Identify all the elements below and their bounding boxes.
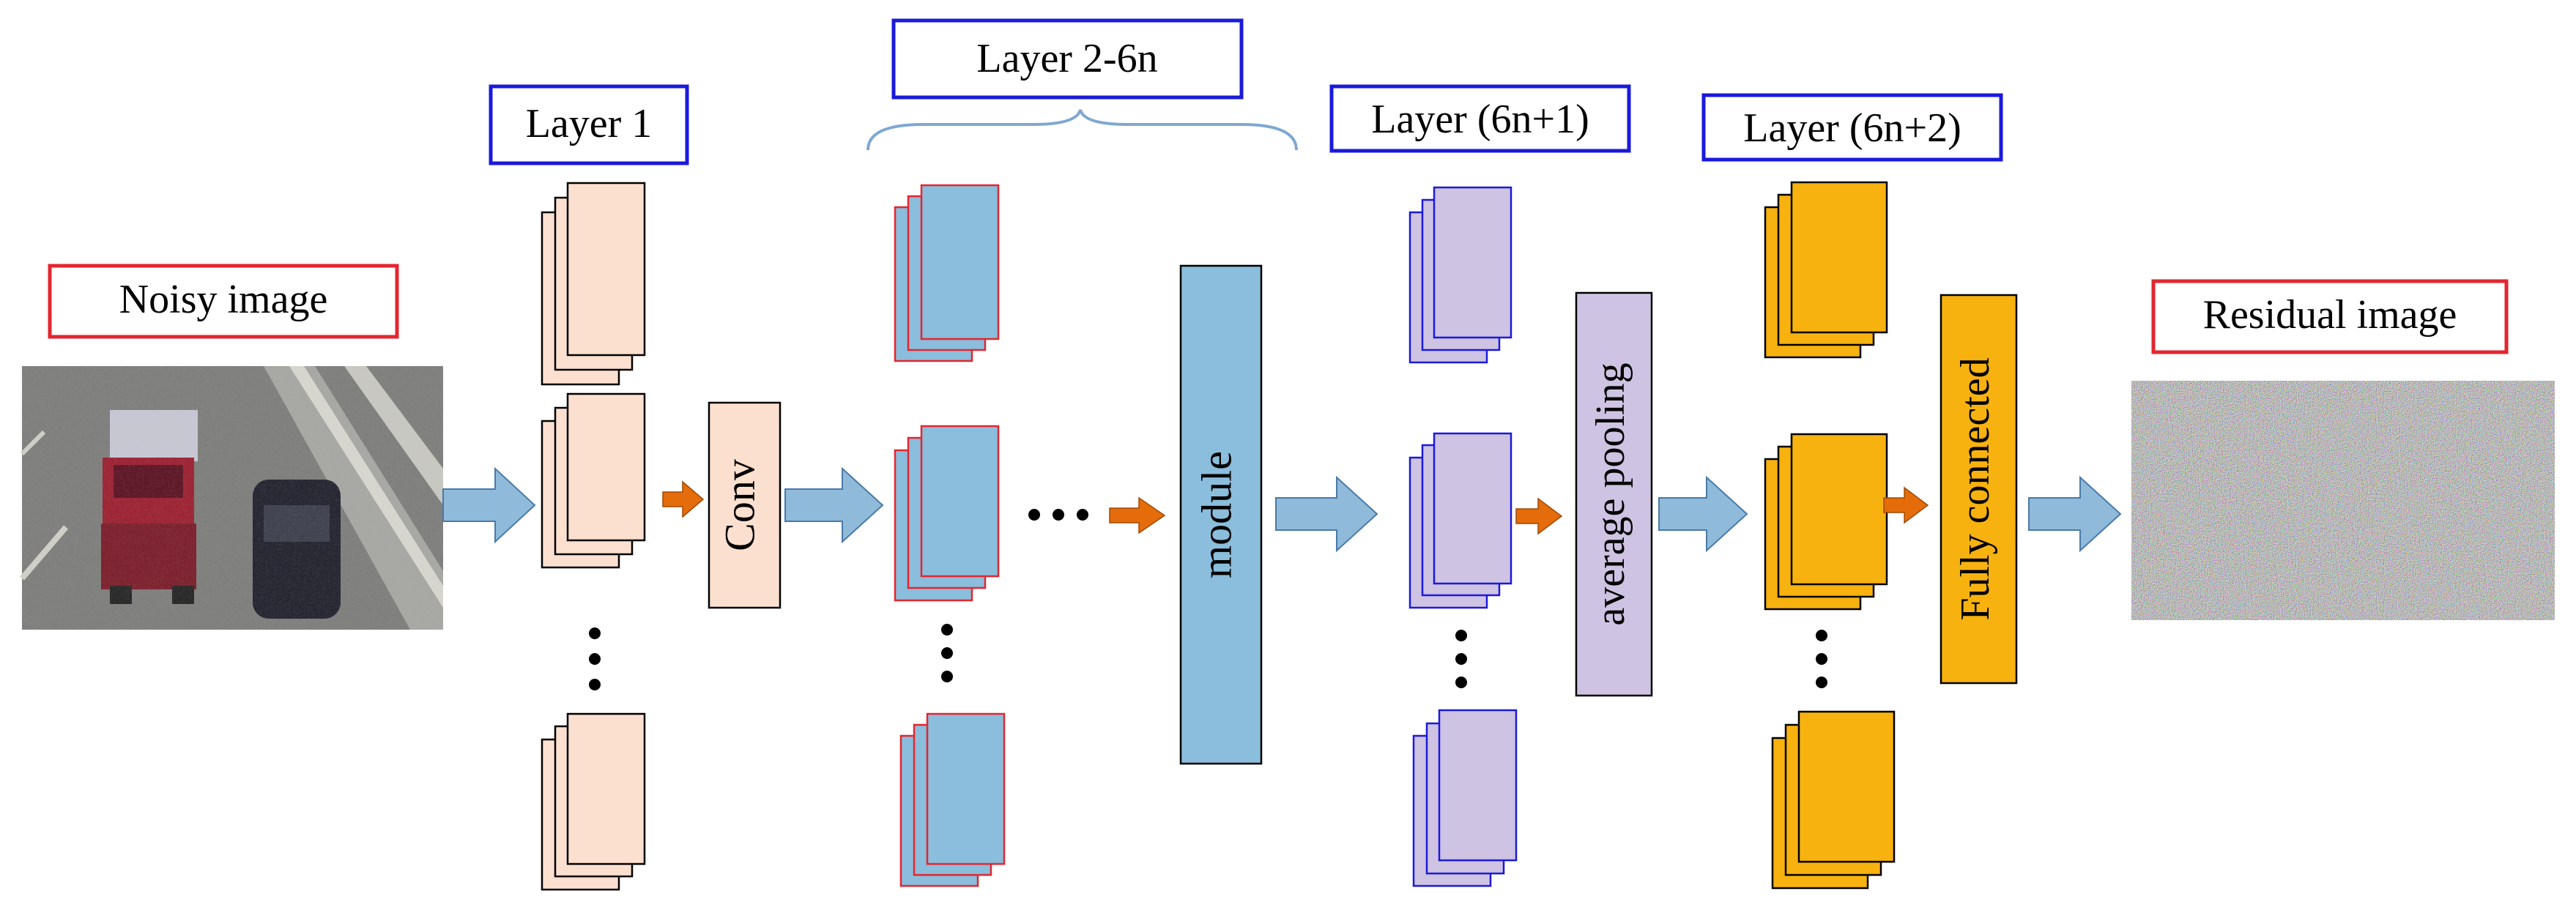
layer2-stack-top	[894, 184, 1000, 362]
layer-6n1-stack-top	[1408, 186, 1512, 364]
layer1-label: Layer 1	[489, 84, 689, 165]
arrow-conv-to-layer2	[784, 466, 884, 544]
module-text: module	[1192, 451, 1240, 578]
module-block: module	[1179, 264, 1263, 765]
layer2-vertical-ellipsis	[941, 624, 953, 682]
residual-image-text: Residual image	[2203, 292, 2457, 338]
layer-6n2-stack-top	[1764, 181, 1888, 359]
arrow-input-to-layer1	[442, 466, 536, 544]
residual-image-label: Residual image	[2151, 279, 2509, 354]
residual-noise-image	[2131, 381, 2555, 620]
layer-6n2-stack-bottom	[1771, 710, 1896, 890]
layer-6n2-label: Layer (6n+2)	[1701, 93, 2003, 162]
layer-6n2-ellipsis	[1816, 630, 1827, 688]
layer2-stack-middle	[894, 425, 1000, 602]
layer1-ellipsis	[589, 627, 601, 690]
layer1-text: Layer 1	[526, 101, 653, 146]
arrow-layer-6n1-to-pooling	[1515, 497, 1563, 535]
layer1-feature-maps	[541, 182, 646, 891]
layer-6n2-text: Layer (6n+2)	[1743, 105, 1961, 151]
layer2-6n-feature-maps	[894, 184, 1006, 887]
arrow-layer-6n2-to-fc	[1883, 486, 1929, 524]
average-pooling-text: average pooling	[1588, 362, 1633, 625]
layer2-6n-label: Layer 2-6n	[891, 18, 1244, 100]
noisy-image-label: Noisy image	[48, 264, 399, 339]
arrow-module-to-layer-6n1	[1275, 475, 1378, 553]
layer-6n1-feature-maps	[1408, 186, 1518, 887]
fully-connected-text: Fully connected	[1953, 357, 1998, 620]
average-pooling-block: average pooling	[1575, 291, 1653, 697]
layer1-stack-top	[541, 182, 646, 386]
layer-6n1-label: Layer (6n+1)	[1329, 84, 1631, 153]
layer-6n1-stack-bottom	[1412, 709, 1518, 887]
conv-text: Conv	[716, 459, 763, 551]
layer2-6n-text: Layer 2-6n	[976, 36, 1157, 81]
layer-6n1-text: Layer (6n+1)	[1371, 97, 1589, 142]
layer-6n2-stack-middle	[1764, 433, 1888, 611]
arrow-pooling-to-layer-6n2	[1658, 475, 1748, 553]
arrow-layer1-to-conv	[662, 480, 705, 518]
layer1-stack-middle	[541, 392, 646, 569]
layer-6n1-stack-middle	[1408, 432, 1512, 609]
layer-6n2-feature-maps	[1764, 181, 1896, 890]
layer-6n1-ellipsis	[1455, 630, 1467, 688]
fully-connected-block: Fully connected	[1940, 294, 2018, 685]
conv-block: Conv	[708, 401, 782, 609]
arrow-ellipsis-to-module	[1109, 496, 1166, 534]
layer2-stack-bottom	[899, 712, 1006, 887]
layer1-stack-bottom	[541, 712, 646, 891]
noisy-input-image	[19, 366, 443, 630]
arrow-fc-to-output	[2028, 475, 2122, 553]
horizontal-ellipsis	[1028, 509, 1088, 521]
noisy-image-text: Noisy image	[119, 277, 328, 322]
layer2-6n-brace	[866, 109, 1298, 151]
